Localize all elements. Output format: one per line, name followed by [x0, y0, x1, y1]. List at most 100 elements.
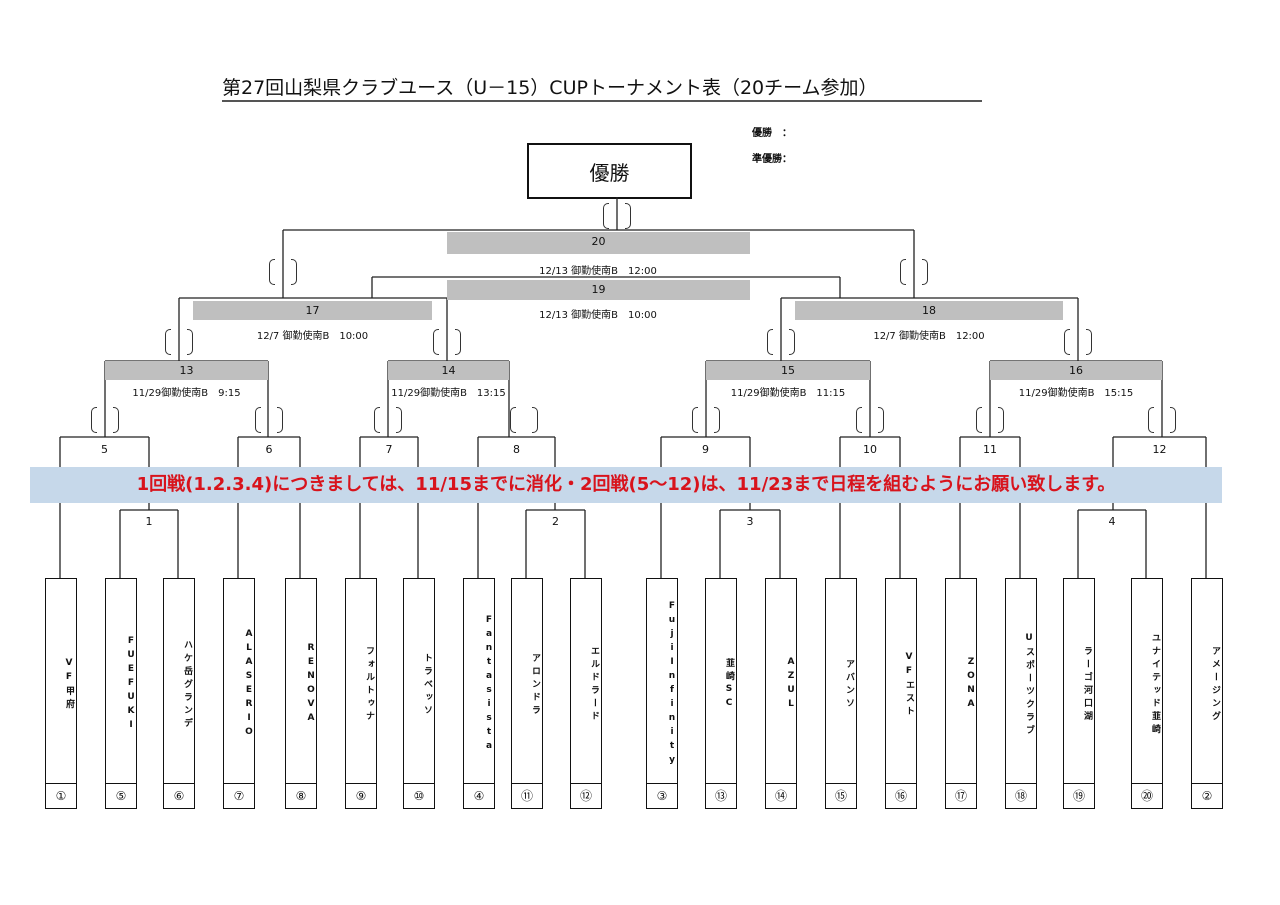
team-name: ZONA	[966, 657, 976, 713]
score-placeholder	[374, 407, 402, 433]
team-slot: ZONA ⑰	[945, 578, 977, 809]
team-seed: ⑳	[1132, 783, 1162, 808]
match-band: 20	[447, 232, 750, 254]
team-slot: アバンソ ⑮	[825, 578, 857, 809]
match-schedule: 11/29御勤使南B 15:15	[1018, 388, 1134, 399]
team-name: アメージング	[1210, 646, 1220, 724]
score-placeholder	[165, 329, 193, 355]
team-name: FUEFUKI	[126, 636, 136, 734]
team-seed: ⑯	[886, 783, 916, 808]
notice-banner: 1回戦(1.2.3.4)につきましては、11/15までに消化・2回戦(5〜12)…	[30, 467, 1222, 503]
match-schedule: 12/7 御勤使南B 10:00	[256, 331, 369, 342]
team-slot: ALASERIO ⑦	[223, 578, 255, 809]
match-band: 14	[388, 361, 509, 380]
team-seed: ⑦	[224, 783, 254, 808]
team-name: ラーゴ河口湖	[1082, 646, 1092, 724]
match-schedule: 12/13 御勤使南B 10:00	[539, 310, 657, 321]
score-placeholder	[255, 407, 283, 433]
page-title: 第27回山梨県クラブユース（U－15）CUPトーナメント表（20チーム参加）	[222, 76, 982, 102]
match-band: 19	[447, 280, 750, 300]
match-band: 13	[105, 361, 268, 380]
team-slot: VF甲府 ①	[45, 578, 77, 809]
score-placeholder	[510, 407, 538, 433]
score-placeholder	[976, 407, 1004, 433]
team-seed: ⑫	[571, 783, 601, 808]
match-number: 5	[101, 443, 108, 456]
team-seed: ⑨	[346, 783, 376, 808]
team-seed: ⑰	[946, 783, 976, 808]
match-schedule: 12/7 御勤使南B 12:00	[873, 331, 985, 342]
match-band: 17	[193, 301, 432, 320]
score-placeholder	[900, 259, 928, 285]
match-number: 11	[983, 443, 997, 456]
match-band: 15	[706, 361, 870, 380]
team-seed: ⑱	[1006, 783, 1036, 808]
match-schedule: 12/13 御勤使南B 12:00	[539, 266, 657, 277]
score-placeholder	[91, 407, 119, 433]
match-number: 3	[746, 515, 754, 528]
match-number: 10	[863, 443, 877, 456]
match-schedule: 11/29御勤使南B 9:15	[132, 388, 241, 399]
match-band: 16	[990, 361, 1162, 380]
team-name: AZUL	[786, 657, 796, 713]
match-number: 7	[385, 443, 393, 456]
team-seed: ⑭	[766, 783, 796, 808]
team-name: Uスポーツクラブ	[1024, 632, 1034, 738]
match-number: 12	[1152, 443, 1167, 456]
team-slot: AZUL ⑭	[765, 578, 797, 809]
team-slot: Fantasista ④	[463, 578, 495, 809]
team-seed: ⑪	[512, 783, 542, 808]
champion-box: 優勝	[527, 143, 692, 199]
team-name: ハケ岳グランデ	[182, 639, 192, 731]
match-schedule: 11/29御勤使南B 13:15	[391, 388, 506, 399]
match-number: 6	[265, 443, 273, 456]
team-seed: ⑧	[286, 783, 316, 808]
team-slot: ハケ岳グランデ ⑥	[163, 578, 195, 809]
team-name: Fantasista	[484, 615, 494, 755]
score-placeholder	[433, 329, 461, 355]
team-seed: ⑲	[1064, 783, 1094, 808]
match-number: 1	[145, 515, 153, 528]
team-slot: エルドラード ⑫	[570, 578, 602, 809]
team-seed: ⑬	[706, 783, 736, 808]
match-band: 18	[795, 301, 1063, 320]
team-name: VFエスト	[904, 651, 914, 719]
team-slot: VFエスト ⑯	[885, 578, 917, 809]
team-name: フォルトゥナ	[364, 646, 374, 724]
team-slot: ラーゴ河口湖 ⑲	[1063, 578, 1095, 809]
team-seed: ⑮	[826, 783, 856, 808]
team-slot: Uスポーツクラブ ⑱	[1005, 578, 1037, 809]
team-slot: FUEFUKI ⑤	[105, 578, 137, 809]
team-name: VF甲府	[64, 658, 74, 712]
team-slot: FujiInfinity ③	[646, 578, 678, 809]
team-name: ALASERIO	[244, 629, 254, 741]
score-placeholder	[767, 329, 795, 355]
team-name: アバンソ	[844, 659, 854, 711]
team-name: アロンドラ	[530, 652, 540, 718]
team-slot: RENOVA ⑧	[285, 578, 317, 809]
team-name: 韮崎SC	[724, 658, 734, 712]
team-name: RENOVA	[306, 643, 316, 727]
team-name: ユナイテッド韮崎	[1150, 633, 1160, 737]
team-slot: フォルトゥナ ⑨	[345, 578, 377, 809]
score-placeholder	[1064, 329, 1092, 355]
team-slot: アロンドラ ⑪	[511, 578, 543, 809]
team-seed: ⑥	[164, 783, 194, 808]
team-name: エルドラード	[589, 646, 599, 724]
score-placeholder	[269, 259, 297, 285]
team-name: FujiInfinity	[667, 601, 677, 769]
team-seed: ④	[464, 783, 494, 808]
team-seed: ①	[46, 783, 76, 808]
team-slot: ユナイテッド韮崎 ⑳	[1131, 578, 1163, 809]
runner-up-result-label: 準優勝：	[752, 154, 792, 165]
match-number: 8	[513, 443, 520, 456]
team-seed: ⑤	[106, 783, 136, 808]
score-placeholder	[603, 203, 631, 229]
team-seed: ③	[647, 783, 677, 808]
champion-result-label: 優勝 ：	[752, 128, 792, 139]
match-schedule: 11/29御勤使南B 11:15	[730, 388, 846, 399]
team-seed: ②	[1192, 783, 1222, 808]
team-name: トラベッソ	[422, 652, 432, 718]
score-placeholder	[692, 407, 720, 433]
